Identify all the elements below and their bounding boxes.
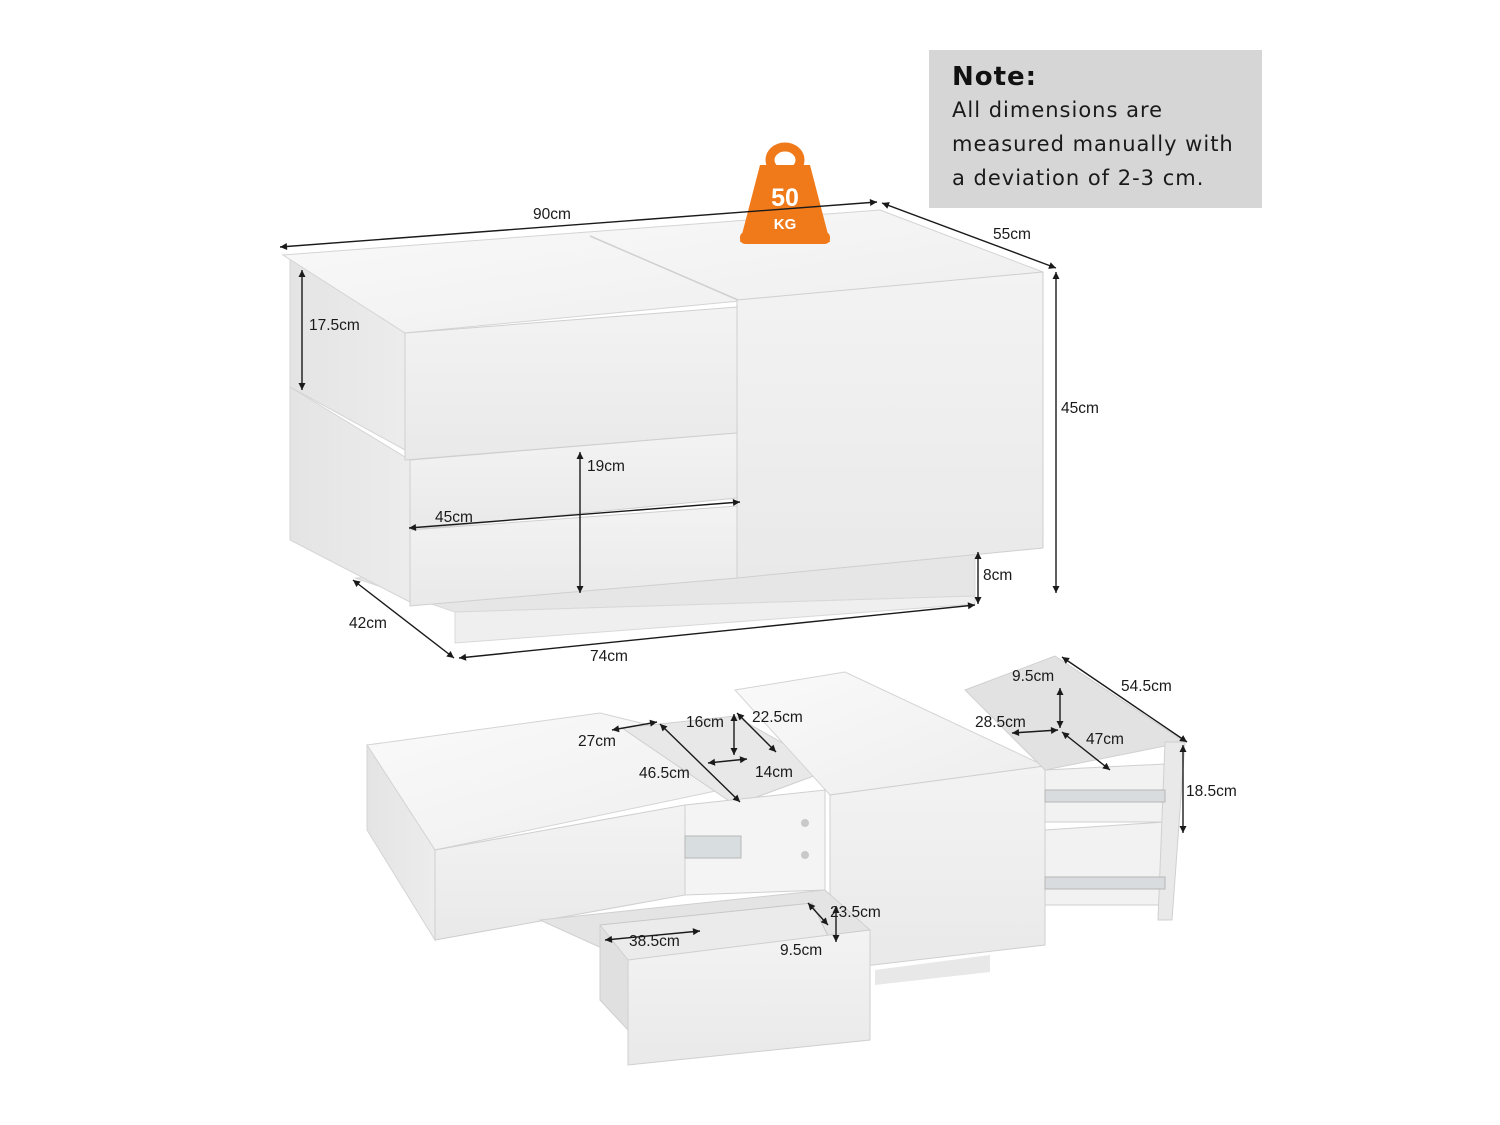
label-drawer-height: 19cm bbox=[587, 458, 625, 475]
label-plinth-width: 74cm bbox=[590, 648, 628, 665]
open-table-illustration bbox=[366, 655, 1187, 1066]
closed-table-illustration bbox=[281, 209, 1044, 644]
arrowhead bbox=[974, 597, 982, 604]
label-plinth-depth: 42cm bbox=[349, 615, 387, 632]
label-compartment-b: 22.5cm bbox=[752, 709, 803, 726]
arrowhead bbox=[832, 935, 840, 942]
arrowhead bbox=[459, 653, 467, 661]
arrowhead bbox=[808, 903, 816, 911]
arrowhead bbox=[732, 499, 740, 507]
arrowhead bbox=[974, 552, 982, 559]
note-line-2: measured manually with bbox=[952, 132, 1234, 156]
label-side-inner-height: 9.5cm bbox=[1012, 668, 1054, 685]
arrowhead bbox=[576, 452, 584, 459]
label-side-inner-depth: 47cm bbox=[1086, 731, 1124, 748]
label-compartment-a: 16cm bbox=[686, 714, 724, 731]
arrowhead bbox=[446, 650, 454, 658]
label-front-drawer-width: 38.5cm bbox=[629, 933, 680, 950]
arrowhead bbox=[708, 758, 716, 766]
arrowhead bbox=[612, 725, 620, 733]
arrowhead bbox=[353, 580, 361, 588]
dimension-lines-top bbox=[279, 199, 1060, 661]
label-front-drawer-height: 9.5cm bbox=[780, 942, 822, 959]
label-front-drawer-depth: 23.5cm bbox=[830, 904, 881, 921]
arrowhead bbox=[1102, 762, 1110, 770]
arrowhead bbox=[1012, 729, 1020, 737]
note-title: Note: bbox=[952, 62, 1038, 92]
label-plinth-height: 8cm bbox=[983, 567, 1012, 584]
arrowhead bbox=[730, 714, 738, 721]
arrowhead bbox=[605, 935, 613, 943]
note-line-3: a deviation of 2-3 cm. bbox=[952, 166, 1205, 190]
label-drawer-width: 45cm bbox=[435, 509, 473, 526]
arrowhead bbox=[732, 794, 740, 802]
label-top-drawer-height: 17.5cm bbox=[309, 317, 360, 334]
weight-icon bbox=[740, 142, 830, 244]
label-side-depth: 54.5cm bbox=[1121, 678, 1172, 695]
label-compartment-width: 27cm bbox=[578, 733, 616, 750]
arrowhead bbox=[1179, 826, 1187, 833]
arrowhead bbox=[576, 586, 584, 593]
note-box: Note: All dimensions are measured manual… bbox=[929, 50, 1262, 208]
arrowhead bbox=[1056, 688, 1064, 695]
arrowhead bbox=[1056, 721, 1064, 728]
arrowhead bbox=[409, 523, 417, 531]
arrowhead bbox=[768, 744, 776, 752]
label-height-45: 45cm bbox=[1061, 400, 1099, 417]
label-side-drawer-height: 18.5cm bbox=[1186, 783, 1237, 800]
arrowhead bbox=[1062, 732, 1070, 740]
label-compartment-c: 14cm bbox=[755, 764, 793, 781]
arrowhead bbox=[1052, 272, 1060, 279]
weight-unit: KG bbox=[774, 216, 797, 233]
arrowhead bbox=[280, 242, 288, 250]
label-width-90: 90cm bbox=[533, 206, 571, 223]
dimension-labels: 90cm 55cm 45cm 17.5cm 19cm 45cm 8cm 42cm… bbox=[309, 206, 1237, 959]
label-depth-55: 55cm bbox=[993, 226, 1031, 243]
label-side-inner-width: 28.5cm bbox=[975, 714, 1026, 731]
arrowhead bbox=[298, 270, 306, 277]
arrowhead bbox=[1048, 262, 1056, 269]
arrowhead bbox=[869, 199, 877, 207]
arrowhead bbox=[1050, 726, 1058, 734]
arrowhead bbox=[882, 202, 890, 209]
arrowhead bbox=[298, 383, 306, 390]
note-line-1: All dimensions are bbox=[952, 98, 1164, 122]
dimension-lines-open bbox=[604, 656, 1188, 943]
arrowhead bbox=[1062, 657, 1070, 664]
arrowhead bbox=[649, 719, 657, 727]
arrowhead bbox=[1179, 735, 1187, 742]
arrowhead bbox=[692, 928, 700, 936]
weight-value: 50 bbox=[771, 184, 799, 212]
arrowhead bbox=[967, 602, 975, 610]
label-compartment-depth: 46.5cm bbox=[639, 765, 690, 782]
arrowhead bbox=[832, 906, 840, 913]
arrowhead bbox=[1179, 745, 1187, 752]
arrowhead bbox=[820, 917, 828, 925]
arrowhead bbox=[737, 713, 745, 721]
arrowhead bbox=[660, 724, 668, 732]
arrowhead bbox=[739, 756, 747, 764]
arrowhead bbox=[730, 748, 738, 755]
arrowhead bbox=[1052, 586, 1060, 593]
